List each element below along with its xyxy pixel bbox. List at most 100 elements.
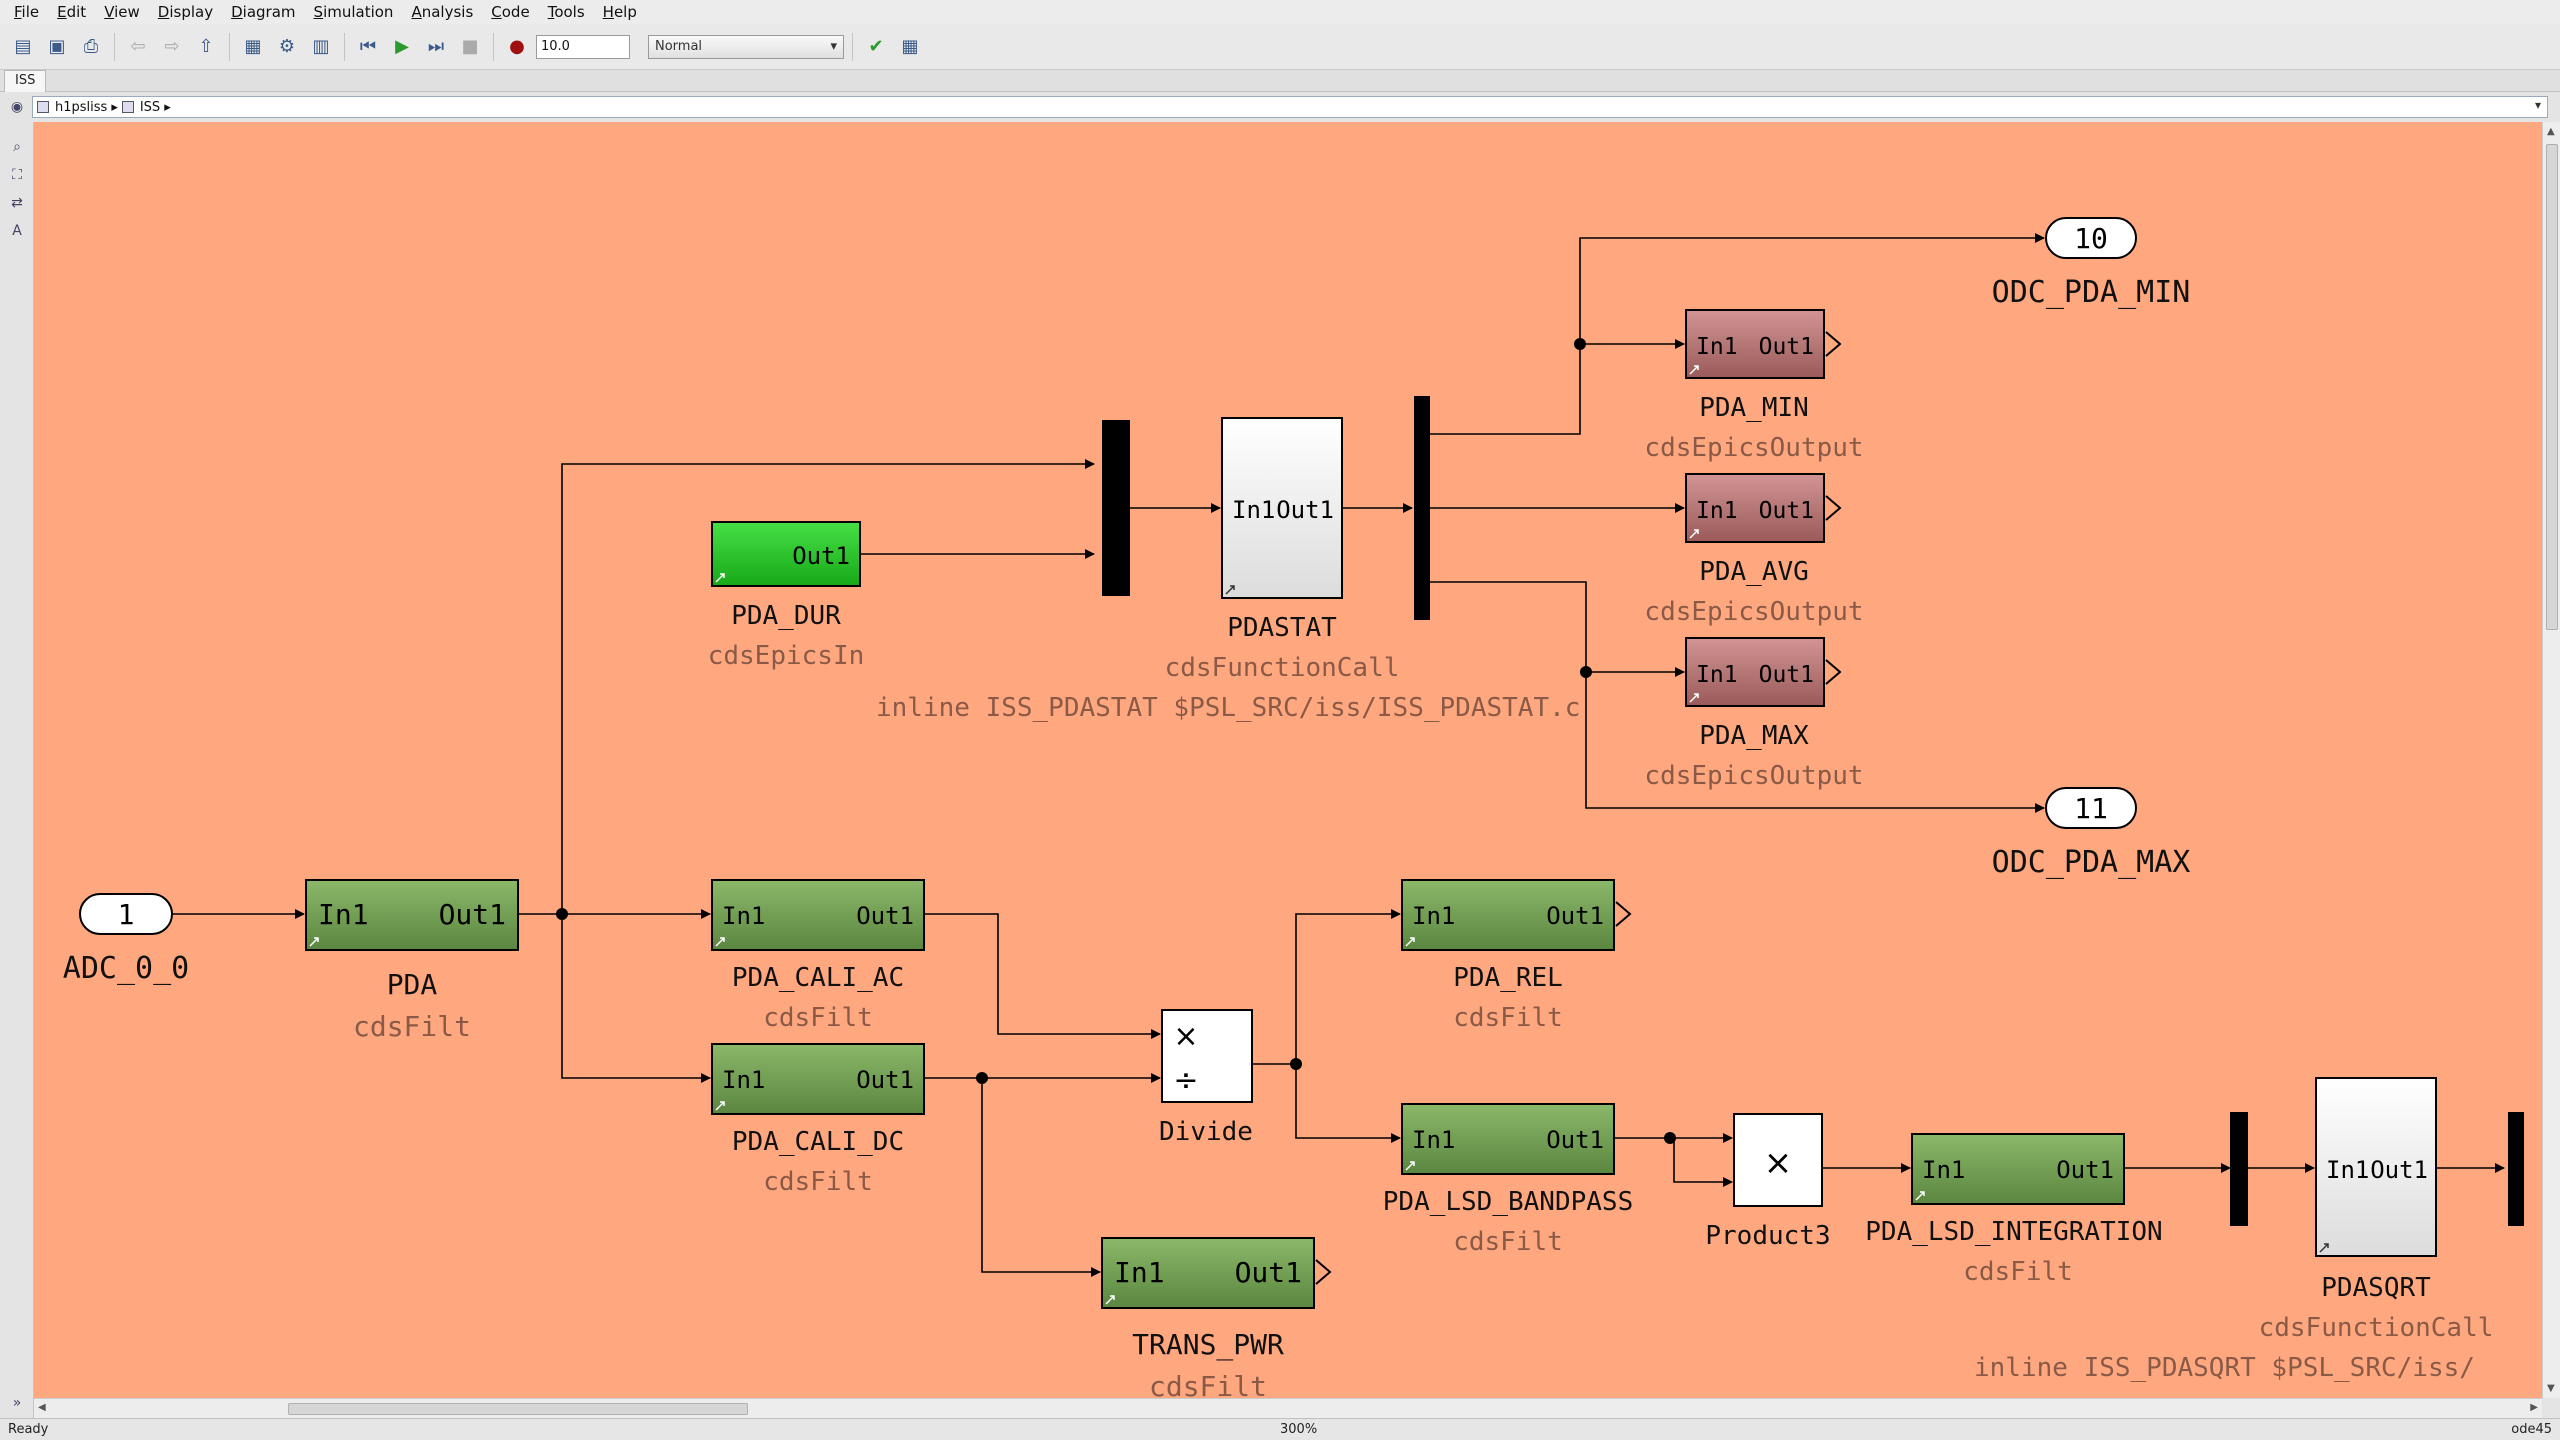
back-icon[interactable]: ⇦ (130, 36, 146, 57)
save-icon[interactable]: ▣ (48, 36, 66, 57)
outport-odc-pda-min[interactable]: 10 ODC_PDA_MIN (1992, 217, 2191, 310)
trans-pwr-type: cdsFilt (1149, 1370, 1267, 1398)
menu-tools[interactable]: Tools (547, 3, 585, 21)
block-pda-cali-dc[interactable]: In1 Out1 PDA_CALI_DC cdsFilt (711, 1043, 925, 1197)
up-icon[interactable]: ⇧ (198, 36, 214, 57)
line-demux-pdamax[interactable] (1430, 581, 1685, 677)
subsystem-icon (121, 101, 134, 113)
arrows-icon[interactable]: ⇄ (11, 195, 23, 211)
menu-help[interactable]: Help (602, 3, 637, 21)
menu-diagram[interactable]: Diagram (231, 3, 296, 21)
solver-name[interactable]: ode45 (2511, 1422, 2552, 1437)
status-text: Ready (8, 1422, 49, 1437)
line-demux-odcmin[interactable] (1430, 233, 2045, 435)
hide-explorer-icon[interactable]: ◉ (10, 99, 24, 115)
pdasqrt-note: inline ISS_PDASQRT $PSL_SRC/iss/ (1974, 1353, 2475, 1383)
block-pda-max[interactable]: In1 Out1 PDA_MAX cdsEpicsOutput (1644, 637, 1864, 791)
line-divide-rel[interactable] (1252, 909, 1401, 1065)
block-trans-pwr[interactable]: In1 Out1 TRANS_PWR cdsFilt (1101, 1237, 1332, 1398)
outport-odc-pda-max[interactable]: 11 ODC_PDA_MAX (1992, 787, 2191, 880)
line-pda-mux[interactable] (518, 459, 1095, 915)
toolbar: ▤ ▣ ⎙ ⇦ ⇨ ⇧ ▦ ⚙ ▥ ⏮ ▶ ⏭ ■ ● 10.0 Normal … (0, 24, 2560, 70)
menu-file[interactable]: File (14, 3, 40, 21)
fit-view-icon[interactable]: ⛶ (12, 167, 22, 183)
block-pda-dur[interactable]: Out1 PDA_DUR cdsEpicsIn (708, 521, 865, 671)
model-explorer-icon[interactable]: ▥ (312, 36, 330, 57)
step-forward-icon[interactable]: ⏭ (427, 36, 445, 57)
menu-view[interactable]: View (104, 3, 140, 21)
inport-adc-name: ADC_0_0 (63, 951, 189, 986)
pda-lsd-integration-out-port: Out1 (2056, 1156, 2114, 1184)
mux-bar-2[interactable] (2230, 1112, 2248, 1226)
vertical-scrollbar[interactable]: ▲ ▼ (2542, 122, 2560, 1398)
block-pda[interactable]: In1 Out1 PDA cdsFilt (305, 879, 519, 1043)
block-pda-lsd-bandpass[interactable]: In1 Out1 PDA_LSD_BANDPASS cdsFilt (1383, 1103, 1633, 1257)
pda-lsd-bandpass-out-port: Out1 (1546, 1126, 1604, 1154)
line-caliac-divide[interactable] (924, 913, 1161, 1039)
menu-edit[interactable]: Edit (57, 3, 87, 21)
forward-icon[interactable]: ⇨ (164, 36, 180, 57)
step-back-icon[interactable]: ⏮ (359, 36, 377, 57)
block-pda-rel[interactable]: In1 Out1 PDA_REL cdsFilt (1401, 879, 1632, 1033)
library-browser-icon[interactable]: ▦ (244, 36, 262, 57)
pda-out-port: Out1 (439, 898, 506, 931)
breadcrumb-root[interactable]: h1psliss (55, 99, 108, 115)
breadcrumb-current[interactable]: ISS (139, 99, 161, 115)
line-bandpass-product-b[interactable] (1670, 1137, 1733, 1187)
record-icon[interactable]: ● (509, 36, 525, 57)
pdasqrt-out-port: Out1 (2370, 1156, 2428, 1184)
menu-code[interactable]: Code (491, 3, 530, 21)
inport-adc[interactable]: 1 ADC_0_0 (63, 893, 189, 986)
scroll-left-icon[interactable]: ◀ (38, 1402, 46, 1413)
block-divide[interactable]: × ÷ Divide (1159, 1009, 1253, 1147)
block-pda-cali-ac[interactable]: In1 Out1 PDA_CALI_AC cdsFilt (711, 879, 925, 1033)
scroll-up-icon[interactable]: ▲ (2547, 126, 2555, 137)
pdastat-note: inline ISS_PDASTAT $PSL_SRC/iss/ISS_PDAS… (876, 693, 1580, 723)
menu-display[interactable]: Display (157, 3, 214, 21)
build-grid-icon[interactable]: ▦ (901, 36, 919, 57)
pdastat-type: cdsFunctionCall (1165, 653, 1400, 683)
demux-bar[interactable] (1414, 396, 1430, 620)
vertical-scroll-thumb[interactable] (2546, 144, 2558, 630)
expand-palette-icon[interactable]: » (12, 1395, 22, 1411)
menu-simulation[interactable]: Simulation (313, 3, 394, 21)
pda-avg-name: PDA_AVG (1699, 557, 1809, 587)
pda-min-in-port: In1 (1696, 334, 1738, 360)
simulation-mode-select[interactable]: Normal ▾ (648, 34, 844, 59)
line-pda-calidc[interactable] (561, 914, 711, 1083)
horizontal-scroll-thumb[interactable] (288, 1403, 748, 1415)
pda-lsd-integration-name: PDA_LSD_INTEGRATION (1865, 1217, 2162, 1247)
stop-time-input[interactable]: 10.0 (536, 34, 630, 59)
scroll-right-icon[interactable]: ▶ (2530, 1402, 2538, 1413)
demux-bar-2[interactable] (2508, 1112, 2524, 1226)
print-icon[interactable]: ⎙ (83, 36, 99, 57)
chevron-down-icon[interactable]: ▾ (2534, 98, 2541, 112)
settings-gear-icon[interactable]: ⚙ (278, 36, 296, 57)
pda-cali-ac-out-port: Out1 (856, 902, 914, 930)
scroll-down-icon[interactable]: ▼ (2547, 1383, 2555, 1394)
zoom-icon[interactable]: ⌕ (13, 139, 21, 155)
block-pda-min[interactable]: In1 Out1 PDA_MIN cdsEpicsOutput (1644, 309, 1864, 463)
pda-lsd-bandpass-in-port: In1 (1412, 1126, 1455, 1154)
block-pdastat[interactable]: In1 Out1 PDASTAT cdsFunctionCall inline … (876, 417, 1580, 723)
stop-icon[interactable]: ■ (461, 36, 479, 57)
diagram-canvas[interactable]: 1 ADC_0_0 In1 Out1 PDA cdsFilt Out1 PDA_… (34, 122, 2542, 1398)
tab-iss[interactable]: ISS (4, 70, 47, 92)
annotation-icon[interactable]: A (12, 223, 22, 239)
pda-lsd-bandpass-name: PDA_LSD_BANDPASS (1383, 1187, 1633, 1217)
mux-bar[interactable] (1102, 420, 1130, 596)
horizontal-scrollbar[interactable]: ◀ ▶ (34, 1398, 2542, 1418)
pda-cali-ac-type: cdsFilt (763, 1003, 873, 1033)
menu-analysis[interactable]: Analysis (411, 3, 474, 21)
block-pda-avg[interactable]: In1 Out1 PDA_AVG cdsEpicsOutput (1644, 473, 1864, 627)
line-demux-odcmax[interactable] (1585, 672, 2045, 813)
block-product3[interactable]: × Product3 (1705, 1113, 1831, 1251)
block-pdasqrt[interactable]: In1 Out1 PDASQRT cdsFunctionCall inline … (1974, 1077, 2493, 1383)
line-calidc-transpwr[interactable] (981, 1078, 1101, 1277)
run-icon[interactable]: ▶ (395, 36, 409, 57)
new-model-icon[interactable]: ▤ (14, 36, 32, 57)
model-advisor-check-icon[interactable]: ✔ (868, 36, 884, 57)
line-divide-bandpass[interactable] (1295, 1064, 1401, 1143)
block-pda-lsd-integration[interactable]: In1 Out1 PDA_LSD_INTEGRATION cdsFilt (1865, 1133, 2163, 1287)
breadcrumb: h1psliss ▸ ISS ▸ ▾ (32, 96, 2548, 118)
